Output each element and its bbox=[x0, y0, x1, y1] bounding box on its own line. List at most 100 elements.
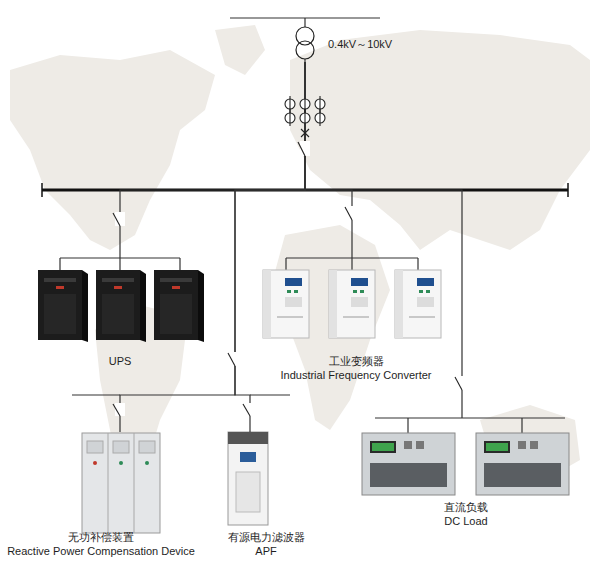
breaker-symbol-part bbox=[301, 129, 309, 137]
frequency-converters-part-part bbox=[329, 270, 337, 338]
wiring-part bbox=[407, 418, 408, 433]
feeder-line bbox=[305, 62, 462, 418]
dc-load-units bbox=[362, 433, 569, 495]
dc-load-units-part-part bbox=[486, 443, 508, 451]
wiring-part bbox=[250, 394, 290, 395]
ups-units-part-part bbox=[56, 286, 64, 289]
frequency-converters-part-part bbox=[409, 316, 435, 318]
switch-symbol-part bbox=[298, 142, 305, 156]
ups-units-part-part bbox=[160, 278, 192, 282]
converter-group: 工业变频器Industrial Frequency Converter bbox=[256, 258, 456, 384]
ups-units-part-part bbox=[198, 270, 204, 342]
frequency-converters-part-part bbox=[263, 270, 309, 338]
ups-units-part-part bbox=[154, 270, 198, 340]
breaker-symbol-part bbox=[289, 96, 290, 126]
equipment-label-en: Reactive Power Compensation Device bbox=[7, 544, 195, 558]
dc-load-units-part-part bbox=[518, 441, 526, 449]
wiring-part bbox=[72, 394, 120, 395]
equipment-label-en: Industrial Frequency Converter bbox=[280, 368, 431, 382]
compensation-cabinet-part bbox=[119, 461, 123, 465]
world-map-part bbox=[215, 25, 265, 75]
breaker-symbol-part bbox=[304, 99, 305, 123]
breaker-symbol-part bbox=[319, 96, 320, 126]
equipment-label: 无功补偿装置 bbox=[68, 530, 134, 544]
frequency-converters-part-part bbox=[287, 290, 291, 293]
wiring-part bbox=[417, 258, 418, 270]
breaker-symbol bbox=[285, 96, 325, 137]
compensation-cabinet-part bbox=[93, 461, 97, 465]
compensation-cabinet-part bbox=[145, 461, 149, 465]
compensation-cabinet-part bbox=[108, 433, 109, 533]
ups-units-part-part bbox=[172, 286, 180, 289]
dc-load-units-part-part bbox=[530, 441, 538, 449]
equipment-label-en: APF bbox=[255, 544, 276, 558]
apf-cabinet-part bbox=[236, 472, 260, 512]
ups-units-part-part bbox=[96, 270, 140, 340]
wiring-part bbox=[119, 258, 120, 270]
switch-symbol bbox=[113, 141, 467, 416]
equipment-label: 0.4kV～10kV bbox=[328, 37, 392, 51]
frequency-converters-part-part bbox=[285, 297, 302, 307]
frequency-converters-part-part bbox=[426, 290, 430, 293]
wiring-part bbox=[285, 258, 286, 270]
frequency-converters-part bbox=[263, 270, 309, 338]
transformer-symbol-part bbox=[296, 41, 314, 59]
compensation-cabinet-part bbox=[113, 441, 129, 453]
apf-cabinet-part bbox=[240, 452, 256, 462]
apf-cabinet bbox=[228, 432, 268, 525]
equipment-label: UPS bbox=[109, 354, 132, 368]
dc-load-units-part-part bbox=[484, 441, 510, 453]
frequency-converters-part-part bbox=[353, 290, 357, 293]
apf-device: 有源电力滤波器APF bbox=[210, 432, 322, 560]
compensation-cabinet bbox=[82, 433, 160, 533]
ups-units-part-part bbox=[114, 286, 122, 289]
compensation-cabinet-part bbox=[87, 441, 103, 453]
wiring-part bbox=[375, 417, 565, 418]
wiring-part bbox=[521, 418, 522, 433]
equipment-label: 有源电力滤波器 bbox=[228, 530, 305, 544]
frequency-converters-part-part bbox=[417, 297, 434, 307]
frequency-converters-part-part bbox=[294, 290, 298, 293]
frequency-converters-part bbox=[395, 270, 441, 338]
frequency-converters-part-part bbox=[277, 316, 303, 318]
dc-load-group: 直流负载DC Load bbox=[356, 418, 576, 530]
ups-units-part-part bbox=[102, 278, 134, 282]
breaker-symbol-part bbox=[301, 129, 309, 137]
ups-units-part bbox=[96, 270, 146, 342]
transformer-node: 0.4kV～10kV bbox=[292, 26, 399, 62]
transformer-symbol-part bbox=[296, 27, 314, 45]
ups-units-part-part bbox=[160, 294, 192, 334]
dc-load-units-part bbox=[476, 433, 569, 495]
wiring-part bbox=[351, 258, 352, 270]
equipment-label-en: DC Load bbox=[444, 514, 487, 528]
dc-load-units-part-part bbox=[362, 433, 455, 495]
frequency-converters bbox=[263, 270, 441, 338]
world-map-part bbox=[10, 50, 215, 250]
frequency-converters-part-part bbox=[351, 297, 368, 307]
wiring-part bbox=[41, 183, 43, 197]
ups-units-part-part bbox=[82, 270, 88, 342]
frequency-converters-part-part bbox=[329, 270, 375, 338]
frequency-converters-part-part bbox=[419, 290, 423, 293]
dc-load-units-part-part bbox=[484, 463, 561, 487]
breaker-symbol-part bbox=[289, 99, 290, 123]
wiring bbox=[42, 18, 568, 433]
ups-units-part-part bbox=[44, 294, 76, 334]
apf-cabinet-part bbox=[228, 432, 268, 525]
dc-load-units-part-part bbox=[370, 441, 396, 453]
wiring-part bbox=[179, 258, 180, 270]
compensation-cabinet-part bbox=[139, 441, 155, 453]
ups-units bbox=[38, 270, 204, 342]
frequency-converters-part bbox=[329, 270, 375, 338]
ups-units-part-part bbox=[44, 278, 76, 282]
compensation-cabinet-part bbox=[82, 433, 160, 533]
ups-units-part bbox=[154, 270, 204, 342]
dc-load-units-part-part bbox=[370, 463, 447, 487]
compensation-device: 无功补偿装置Reactive Power Compensation Device bbox=[2, 432, 200, 560]
world-map-part bbox=[290, 30, 590, 250]
feeder-line bbox=[305, 62, 352, 258]
